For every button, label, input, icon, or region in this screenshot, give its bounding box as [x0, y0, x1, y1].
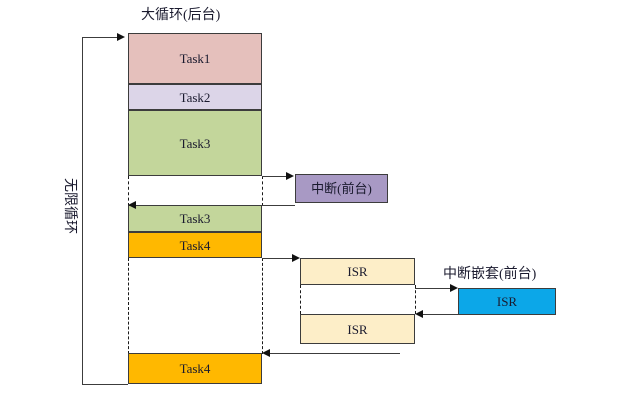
bottom-caption	[245, 396, 445, 405]
arrow-isr-return-line	[270, 353, 400, 354]
nested-interrupt-title: 中断嵌套(前台)	[443, 267, 537, 282]
isr-block-label: ISR	[347, 264, 368, 279]
task-block-label: Task1	[179, 51, 211, 66]
arrow-task3-to-interrupt-line	[262, 176, 288, 177]
task-block-task4-resumed: Task4	[128, 353, 262, 384]
interrupt-block-label: 中断(前台)	[311, 181, 372, 196]
dashed-guide-left-lower	[128, 258, 129, 354]
dashed-guide-left-upper	[128, 176, 129, 206]
loop-bracket-top	[82, 37, 120, 38]
dashed-guide-right-upper	[262, 176, 263, 206]
arrow-isr-to-nested-head-icon	[450, 283, 458, 292]
loop-bracket-arrowhead-icon	[117, 32, 125, 41]
isr-block-label: ISR	[347, 321, 368, 337]
task-block-label: Task3	[179, 211, 211, 226]
arrow-isr-return-head-icon	[262, 348, 270, 357]
infinite-loop-label: 无限循环	[62, 178, 77, 234]
task-block-task3-resumed: Task3	[128, 205, 262, 232]
isr-block-first: ISR	[300, 258, 415, 285]
background-loop-title: 大循环(后台)	[141, 8, 221, 23]
arrow-task4-to-isr-line	[262, 258, 293, 259]
nested-isr-block-label: ISR	[496, 294, 518, 309]
dashed-guide-isr-right	[415, 285, 416, 314]
arrow-interrupt-return-line	[136, 205, 295, 206]
arrow-task3-to-interrupt-head-icon	[286, 171, 294, 180]
dashed-guide-right-lower	[262, 258, 263, 354]
task-block-task2: Task2	[128, 84, 262, 110]
isr-block-second: ISR	[300, 314, 415, 344]
arrow-interrupt-return-head-icon	[128, 200, 136, 209]
arrow-isr-to-nested-line	[415, 288, 451, 289]
task-block-label: Task2	[179, 89, 211, 105]
loop-bracket-bottom	[82, 384, 128, 385]
loop-bracket-vertical	[82, 37, 83, 385]
task-block-label: Task3	[179, 135, 211, 151]
task-block-label: Task4	[179, 361, 211, 376]
dashed-guide-isr-left	[300, 285, 301, 314]
arrow-nested-isr-return-line	[423, 314, 458, 315]
arrow-nested-isr-return-head-icon	[415, 309, 423, 318]
task-block-task1: Task1	[128, 33, 262, 84]
nested-isr-block: ISR	[458, 288, 556, 315]
interrupt-block: 中断(前台)	[295, 174, 388, 203]
arrow-task4-to-isr-head-icon	[292, 253, 300, 262]
task-block-task3-first: Task3	[128, 110, 262, 176]
task-block-task4-first: Task4	[128, 232, 262, 258]
task-block-label: Task4	[179, 237, 211, 253]
